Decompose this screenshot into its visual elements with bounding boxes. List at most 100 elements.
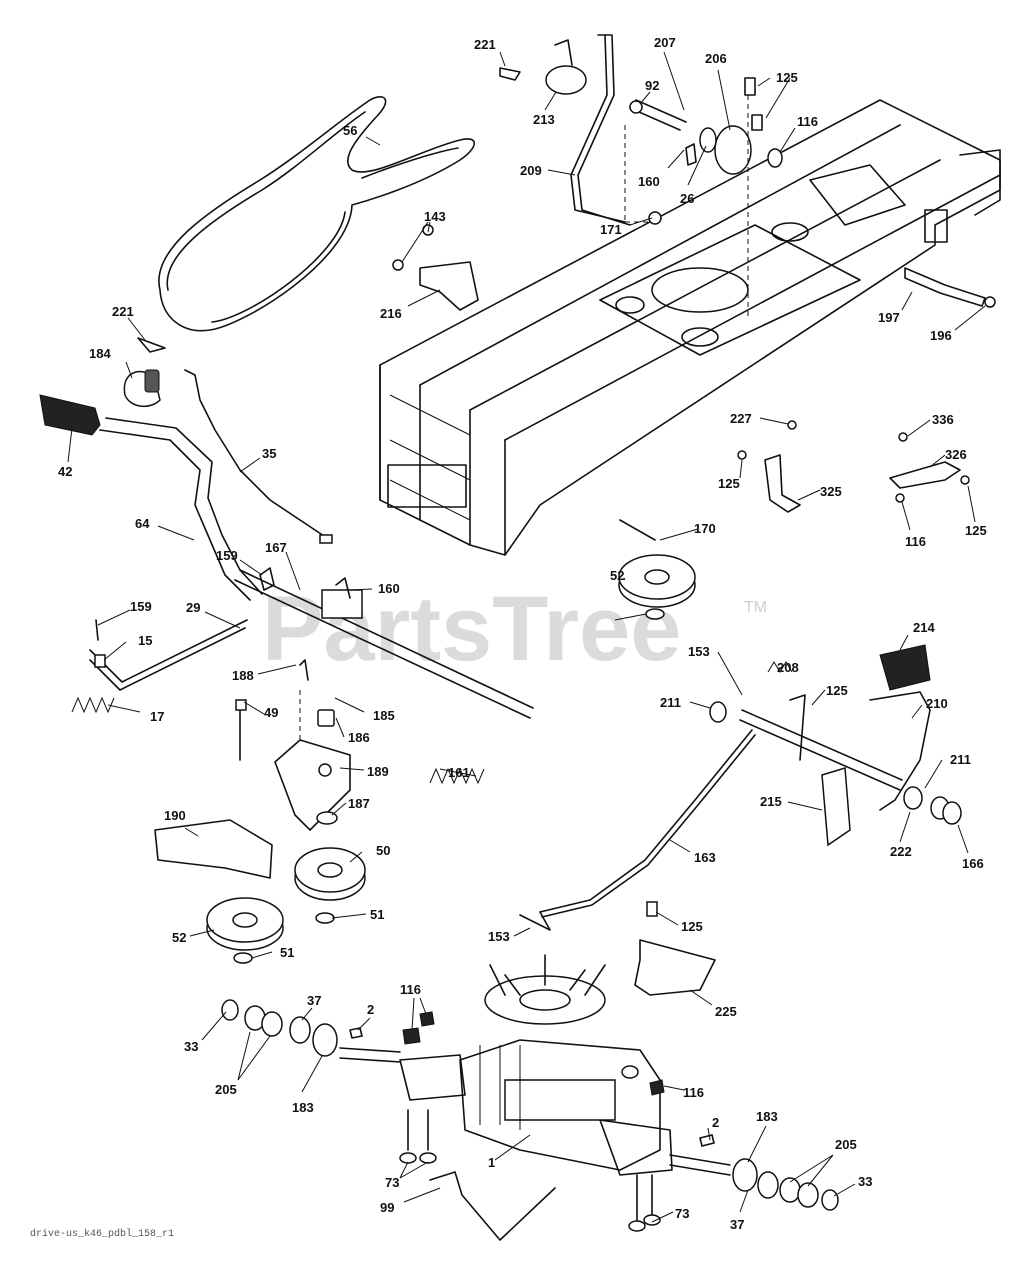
part-label: 37 [730, 1217, 744, 1232]
bracket-326-drawing [889, 432, 970, 503]
part-label: 171 [600, 222, 622, 237]
bracket-225-drawing [634, 901, 716, 996]
part-label: 167 [265, 540, 287, 555]
part-label: 187 [348, 796, 370, 811]
grip-and-knob-drawing [39, 337, 166, 436]
part-label: 143 [424, 209, 446, 224]
part-label: 188 [232, 668, 254, 683]
part-label: 35 [262, 446, 276, 461]
part-label: 99 [380, 1200, 394, 1215]
bracket-325-drawing [737, 420, 801, 513]
part-label: 160 [378, 581, 400, 596]
part-label: 116 [905, 534, 926, 549]
part-label: 49 [264, 705, 278, 720]
part-label: 163 [694, 850, 716, 865]
part-label: 116 [683, 1085, 704, 1100]
part-label: 184 [89, 346, 111, 361]
part-label: 186 [348, 730, 370, 745]
part-label: 189 [367, 764, 389, 779]
right-axle-spacers-drawing [621, 1065, 839, 1211]
shift-lever-drawing [545, 34, 783, 320]
part-label: 159 [130, 599, 152, 614]
part-label: 166 [962, 856, 984, 871]
part-label: 52 [610, 568, 624, 583]
part-label: 183 [292, 1100, 314, 1115]
part-label: 2 [367, 1002, 374, 1017]
pedal-assembly-drawing [709, 644, 962, 847]
part-label: 37 [307, 993, 321, 1008]
part-label: 227 [730, 411, 752, 426]
part-label: 210 [926, 696, 948, 711]
part-label: 215 [760, 794, 782, 809]
part-label: 214 [913, 620, 935, 635]
part-label: 92 [645, 78, 659, 93]
part-label: 42 [58, 464, 72, 479]
part-label: 17 [150, 709, 164, 724]
rod-99-drawing [429, 1171, 556, 1241]
transaxle-drawing [339, 954, 731, 1176]
part-label: 73 [385, 1175, 399, 1190]
part-label: 2 [712, 1115, 719, 1130]
bolts-73-drawing [399, 1109, 661, 1232]
part-label: 116 [400, 982, 421, 997]
part-label: 211 [950, 752, 971, 767]
part-label: 205 [835, 1137, 857, 1152]
part-label: 209 [520, 163, 542, 178]
part-label: 211 [660, 695, 681, 710]
part-label: 170 [694, 521, 716, 536]
part-label: 216 [380, 306, 402, 321]
pulley-50-drawing [294, 847, 366, 924]
part-label: 213 [533, 112, 555, 127]
part-label: 73 [675, 1206, 689, 1221]
part-label: 336 [932, 412, 954, 427]
part-label: 51 [370, 907, 384, 922]
part-label: 125 [776, 70, 798, 85]
part-label: 50 [376, 843, 390, 858]
leader-lines [67, 51, 986, 1223]
part-label: 64 [135, 516, 150, 531]
part-label: 51 [280, 945, 294, 960]
part-label: 125 [965, 523, 987, 538]
part-label: 221 [474, 37, 496, 52]
part-label: 125 [681, 919, 703, 934]
part-label: 222 [890, 844, 912, 859]
bracket-216-drawing [392, 224, 479, 311]
part-label: 326 [945, 447, 967, 462]
part-label: 197 [878, 310, 900, 325]
part-label: 206 [705, 51, 727, 66]
part-label: 190 [164, 808, 186, 823]
part-label: 205 [215, 1082, 237, 1097]
part-label: 1 [488, 1155, 495, 1170]
part-label: 325 [820, 484, 842, 499]
part-label: 208 [777, 660, 799, 675]
part-label: 52 [172, 930, 186, 945]
cable-35-drawing [184, 369, 333, 544]
part-label: 26 [680, 191, 694, 206]
drive-belt-drawing [158, 96, 476, 332]
part-labels: 221 213 207 92 125 206 116 56 209 160 26… [58, 35, 987, 1232]
pedal-shaft-64-drawing [99, 417, 534, 719]
part-label: 207 [654, 35, 676, 50]
part-label: 196 [930, 328, 952, 343]
frame-drawing [379, 99, 1001, 556]
part-label: 125 [718, 476, 740, 491]
watermark-tm: TM [744, 599, 767, 616]
part-label: 56 [343, 123, 357, 138]
part-label: 15 [138, 633, 152, 648]
rod-163-drawing [519, 729, 756, 931]
lever-197-drawing [904, 267, 996, 308]
part-label: 159 [216, 548, 238, 563]
left-axle-spacers-drawing [221, 999, 435, 1057]
part-label: 185 [373, 708, 395, 723]
part-label: 116 [797, 114, 818, 129]
part-label: 29 [186, 600, 200, 615]
part-label: 183 [756, 1109, 778, 1124]
part-label: 153 [688, 644, 710, 659]
pulley-52-upper-drawing [618, 519, 696, 620]
part-label: 33 [858, 1174, 872, 1189]
small-hardware-drawing [94, 67, 697, 761]
part-label: 161 [448, 765, 470, 780]
drawing-code: drive-us_k46_pdbl_158_r1 [30, 1228, 174, 1240]
part-label: 125 [826, 683, 848, 698]
